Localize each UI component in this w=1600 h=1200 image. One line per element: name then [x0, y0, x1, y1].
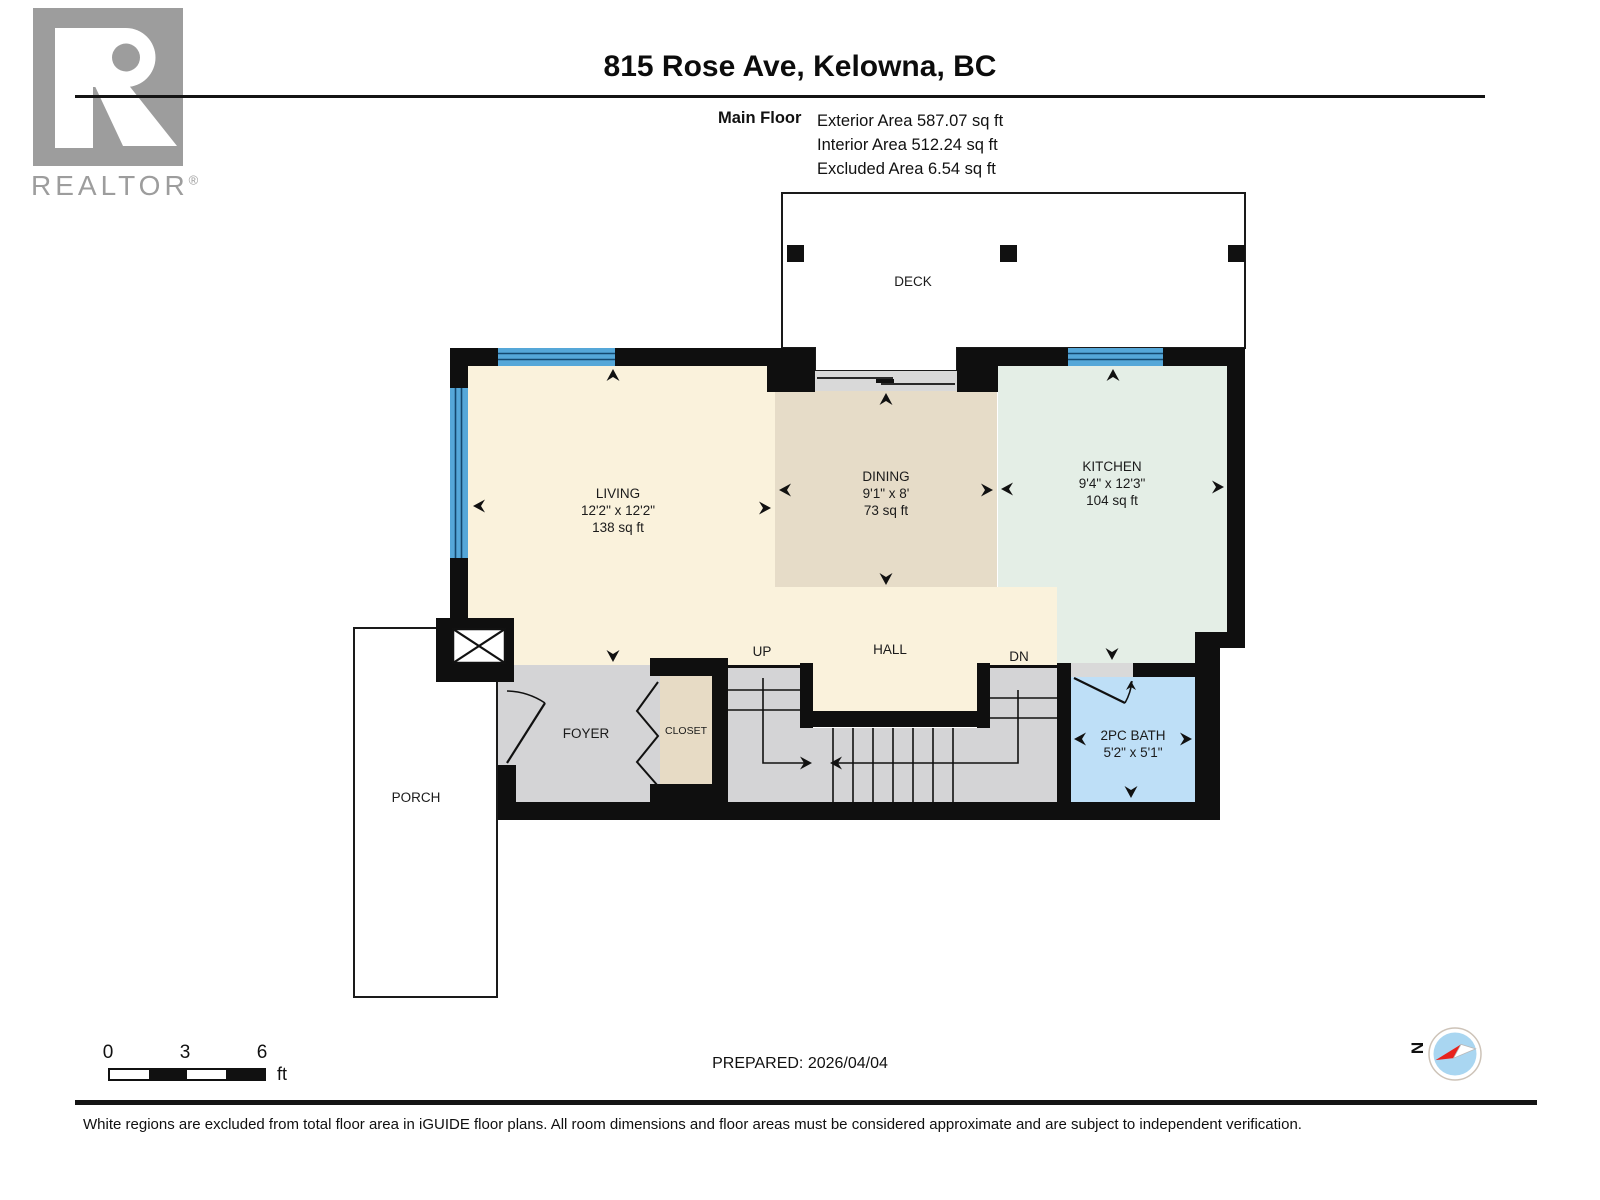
room-fills	[468, 366, 1227, 802]
realtor-r-icon	[55, 28, 177, 148]
doors	[506, 677, 1133, 787]
registered-trademark: ®	[188, 172, 199, 188]
living-dimensions: 12'2" x 12'2"	[581, 503, 655, 518]
stair-down-arrow-icon	[830, 756, 842, 770]
scale-tick-3: 3	[179, 1042, 191, 1063]
realtor-brand-text: REALTOR	[31, 170, 189, 201]
deck-label: DECK	[894, 274, 932, 289]
stair-down-label: DN	[1009, 649, 1029, 664]
bath-dimensions: 5'2" x 5'1"	[1103, 745, 1162, 760]
stair-down-fill	[990, 668, 1057, 802]
closet-bifold-door	[635, 681, 660, 787]
stair-up-label: UP	[753, 644, 772, 659]
bath-threshold	[1071, 663, 1133, 677]
realtor-logo: REALTOR®	[31, 8, 198, 201]
disclaimer-text: White regions are excluded from total fl…	[83, 1116, 1302, 1133]
porch-label: PORCH	[392, 790, 441, 805]
stair-up-arrow-icon	[800, 756, 812, 770]
prepared-date: PREPARED: 2026/04/04	[712, 1055, 888, 1072]
column-box-icon	[451, 627, 507, 665]
porch-area	[353, 627, 498, 998]
bath-label: 2PC BATH	[1100, 728, 1165, 743]
exterior-area: Exterior Area 587.07 sq ft	[817, 112, 1004, 130]
closet-fill	[660, 676, 712, 784]
dimension-arrows	[473, 369, 1224, 798]
scale-unit: ft	[277, 1064, 288, 1084]
kitchen-dimensions: 9'4" x 12'3"	[1079, 476, 1146, 491]
area-summary: Exterior Area 587.07 sq ft Interior Area…	[817, 109, 1003, 181]
deck-area	[781, 192, 1246, 372]
kitchen-fill	[998, 366, 1227, 663]
room-labels: DECK LIVING 12'2" x 12'2" 138 sq ft DINI…	[392, 274, 1166, 805]
hall-lower-fill	[813, 587, 977, 713]
entry-door-swing	[506, 690, 546, 704]
scale-tick-0: 0	[102, 1042, 114, 1063]
scale-bar: 0 3 6 ft	[95, 1042, 325, 1092]
footer-rule	[75, 1100, 1537, 1105]
compass-icon: N	[1408, 1027, 1482, 1081]
header-rule	[75, 95, 1485, 98]
living-area: 138 sq ft	[592, 520, 644, 535]
stairwell-fill	[800, 728, 990, 802]
living-left-window	[450, 388, 468, 558]
living-label: LIVING	[596, 486, 640, 501]
page-title: 815 Rose Ave, Kelowna, BC	[603, 50, 997, 83]
floor-name-label: Main Floor	[718, 109, 802, 127]
compass-north-label: N	[1408, 1042, 1427, 1054]
interior-area: Interior Area 512.24 sq ft	[817, 136, 998, 154]
scale-bar-segments	[108, 1068, 266, 1081]
deck-post-icon	[787, 245, 804, 262]
hall-label: HALL	[873, 642, 907, 657]
stairs	[728, 678, 1057, 802]
stair-up-fill	[728, 668, 800, 802]
entry-door-leaf	[506, 702, 546, 764]
sliding-door	[815, 371, 957, 391]
dining-fill	[775, 390, 997, 587]
kitchen-area: 104 sq ft	[1086, 493, 1138, 508]
closet-label: CLOSET	[665, 725, 708, 737]
dining-area: 73 sq ft	[864, 503, 909, 518]
bath-door-swing	[1124, 680, 1133, 704]
realtor-wordmark: REALTOR®	[31, 170, 198, 202]
living-top-window	[498, 348, 615, 366]
excluded-area: Excluded Area 6.54 sq ft	[817, 160, 996, 178]
bath-door-leaf	[1073, 677, 1126, 704]
dining-label: DINING	[862, 469, 909, 484]
scale-tick-6: 6	[256, 1042, 268, 1063]
dining-dimensions: 9'1" x 8'	[863, 486, 910, 501]
foyer-label: FOYER	[563, 726, 610, 741]
kitchen-window	[1068, 348, 1163, 366]
kitchen-label: KITCHEN	[1082, 459, 1141, 474]
deck-post-icon	[1228, 245, 1245, 262]
deck-post-icon	[1000, 245, 1017, 262]
realtor-logo-square	[33, 8, 183, 166]
windows	[450, 348, 1163, 558]
